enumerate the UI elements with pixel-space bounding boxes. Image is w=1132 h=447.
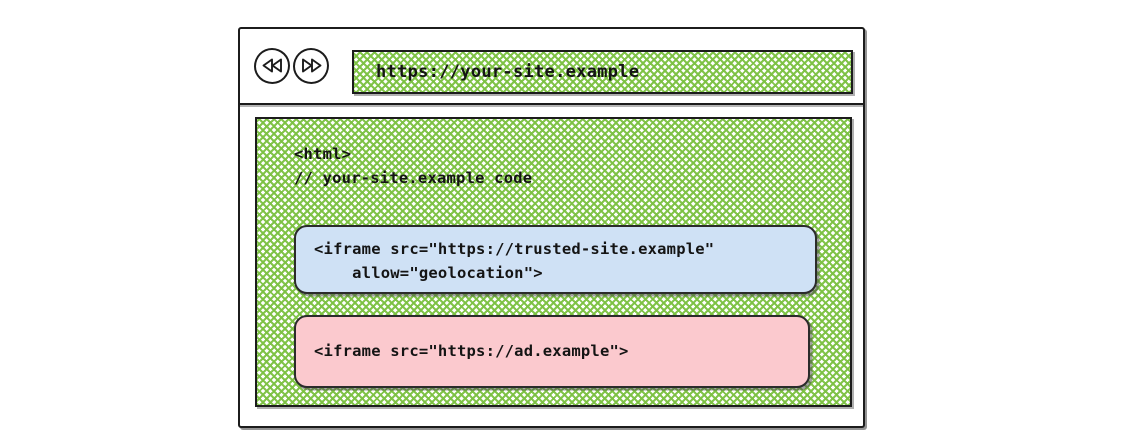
forward-button[interactable] — [293, 47, 329, 84]
back-button[interactable] — [254, 47, 290, 84]
browser-toolbar: https://your-site.example — [240, 29, 863, 102]
page-code-line-html-open: <html> — [294, 145, 352, 163]
fast-forward-double-triangle-right-icon — [301, 58, 322, 73]
page-code-line-comment: // your-site.example code — [294, 169, 533, 187]
browser-window-frame: https://your-site.example <html> // your… — [238, 27, 865, 428]
trusted-site-iframe-box[interactable]: <iframe src="https://trusted-site.exampl… — [294, 225, 817, 294]
page-viewport: <html> // your-site.example code <iframe… — [255, 117, 852, 407]
ad-iframe-code: <iframe src="https://ad.example"> — [314, 341, 629, 360]
address-bar[interactable]: https://your-site.example — [352, 50, 853, 94]
trusted-site-iframe-code: <iframe src="https://trusted-site.exampl… — [314, 240, 715, 282]
ad-iframe-box[interactable]: <iframe src="https://ad.example"> — [294, 315, 810, 388]
rewind-double-triangle-left-icon — [262, 58, 283, 73]
toolbar-divider — [240, 103, 863, 105]
address-bar-text: https://your-site.example — [376, 62, 640, 82]
